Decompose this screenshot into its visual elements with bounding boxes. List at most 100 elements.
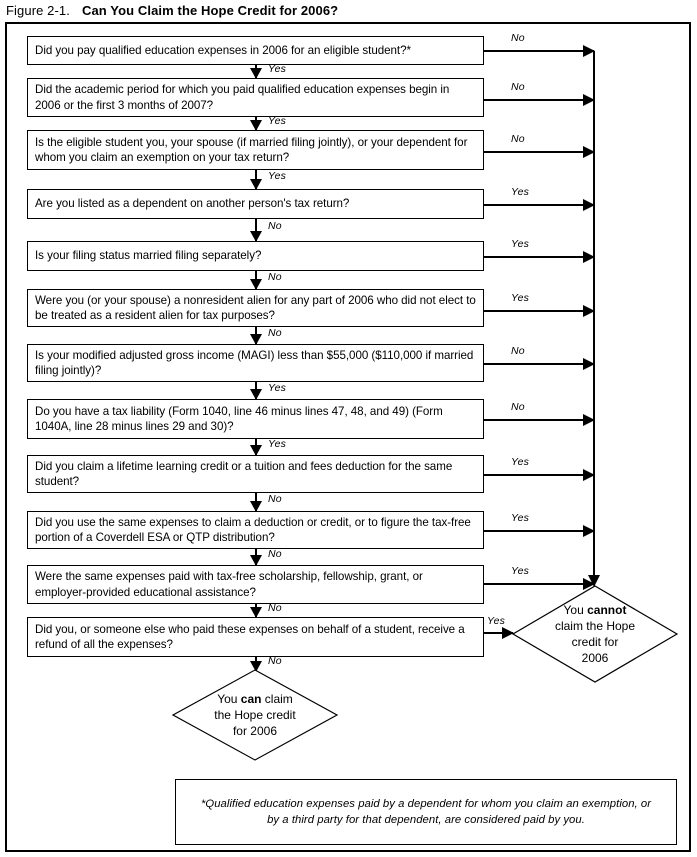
arrowhead-down-icon (250, 389, 262, 400)
flow-connector-q4-q5 (250, 219, 262, 242)
question-text: Are you listed as a dependent on another… (35, 197, 350, 211)
branch-connector-q10 (484, 525, 595, 537)
flow-label-q10-q11: No (268, 548, 282, 560)
branch-label-q7: No (511, 345, 525, 357)
branch-label-q4: Yes (511, 186, 530, 198)
branch-connector-q7 (484, 358, 595, 370)
question-box-q3[interactable]: Is the eligible student you, your spouse… (27, 130, 484, 170)
question-box-q11[interactable]: Were the same expenses paid with tax-fre… (27, 565, 484, 604)
flow-connector-q3-q4 (250, 170, 262, 190)
arrowhead-right-icon (583, 199, 595, 211)
branch-label-q9: Yes (511, 456, 530, 468)
outcome-cannot-line1-pre: You (563, 603, 588, 617)
question-box-q5[interactable]: Is your filing status married filing sep… (27, 241, 484, 271)
flow-connector-q5-q6 (250, 271, 262, 290)
question-text: Were the same expenses paid with tax-fre… (35, 570, 423, 599)
arrowhead-down-icon (250, 231, 262, 242)
arrowhead-down-icon (250, 120, 262, 131)
arrowhead-right-icon (583, 251, 595, 263)
question-text: Did the academic period for which you pa… (35, 83, 450, 112)
question-box-q12[interactable]: Did you, or someone else who paid these … (27, 617, 484, 657)
arrowhead-right-icon (583, 469, 595, 481)
branch-connector-q5 (484, 251, 595, 263)
flow-label-q8-q9: Yes (268, 438, 287, 450)
branch-connector-q12 (484, 627, 514, 639)
branch-connector-q6 (484, 305, 595, 317)
outcome-cannot-text: You cannot claim the Hope credit for 200… (512, 585, 678, 683)
flow-connector-q10-q11 (250, 549, 262, 566)
branch-label-q6: Yes (511, 292, 530, 304)
branch-label-q10: Yes (511, 512, 530, 524)
arrowhead-right-icon (502, 627, 514, 639)
arrowhead-right-icon (583, 45, 595, 57)
flow-label-q9-q10: No (268, 493, 282, 505)
figure-border (5, 22, 691, 852)
question-text: Were you (or your spouse) a nonresident … (35, 293, 476, 323)
arrowhead-right-icon (583, 305, 595, 317)
question-box-q2[interactable]: Did the academic period for which you pa… (27, 78, 484, 117)
branch-label-q5: Yes (511, 238, 530, 250)
question-box-q10[interactable]: Did you use the same expenses to claim a… (27, 511, 484, 549)
arrowhead-down-icon (250, 279, 262, 290)
flow-connector-q2-q3 (250, 117, 262, 131)
arrowhead-down-icon (250, 607, 262, 618)
question-text: Is your modified adjusted gross income (… (35, 348, 474, 378)
branch-connector-q3 (484, 146, 595, 158)
arrowhead-right-icon (583, 578, 595, 590)
right-spine-connector (593, 51, 595, 585)
arrowhead-down-icon (250, 334, 262, 345)
flow-label-q12-outcome: No (268, 655, 282, 667)
branch-label-q8: No (511, 401, 525, 413)
arrowhead-right-icon (583, 525, 595, 537)
arrowhead-down-icon (250, 661, 262, 672)
question-box-q9[interactable]: Did you claim a lifetime learning credit… (27, 455, 484, 493)
question-text: Did you use the same expenses to claim a… (35, 515, 471, 545)
question-text: Is your filing status married filing sep… (35, 249, 262, 263)
question-box-q1[interactable]: Did you pay qualified education expenses… (27, 36, 484, 65)
outcome-can-claim: You can claim the Hope credit for 2006 (171, 669, 339, 761)
flow-label-q11-q12: No (268, 602, 282, 614)
outcome-can-line1-post: claim (261, 692, 293, 706)
diamond-shape-icon (171, 669, 339, 761)
arrowhead-down-icon (250, 555, 262, 566)
outcome-cannot-line3: credit for (571, 635, 619, 649)
flow-label-q6-q7: No (268, 327, 282, 339)
outcome-can-line3: for 2006 (232, 724, 278, 738)
outcome-can-text: You can claim the Hope credit for 2006 (172, 669, 338, 761)
branch-connector-q4 (484, 199, 595, 211)
outcome-cannot-line1-bold: cannot (587, 603, 627, 617)
branch-label-q2: No (511, 81, 525, 93)
outcome-cannot-claim: You cannot claim the Hope credit for 200… (511, 585, 679, 683)
flow-connector-q9-q10 (250, 493, 262, 512)
arrowhead-right-icon (583, 146, 595, 158)
flow-connector-q12-outcome (250, 657, 262, 672)
flow-label-q3-q4: Yes (268, 170, 287, 182)
branch-label-q1: No (511, 32, 525, 44)
branch-connector-q9 (484, 469, 595, 481)
outcome-can-line1-bold: can (240, 692, 262, 706)
question-box-q4[interactable]: Are you listed as a dependent on another… (27, 189, 484, 219)
outcome-can-line1-pre: You (217, 692, 241, 706)
flow-connector-q7-q8 (250, 382, 262, 400)
flow-label-q5-q6: No (268, 271, 282, 283)
flow-label-q1-q2: Yes (268, 63, 287, 75)
branch-connector-q2 (484, 94, 595, 106)
question-box-q6[interactable]: Were you (or your spouse) a nonresident … (27, 289, 484, 327)
arrowhead-down-icon (250, 445, 262, 456)
branch-connector-q11 (484, 578, 595, 590)
flow-label-q2-q3: Yes (268, 115, 287, 127)
branch-connector-q8 (484, 414, 595, 426)
question-text: Did you, or someone else who paid these … (35, 622, 465, 652)
figure-title-bar: Figure 2-1.Can You Claim the Hope Credit… (6, 2, 686, 20)
branch-label-q3: No (511, 133, 525, 145)
outcome-cannot-line4: 2006 (581, 651, 609, 665)
page-title: Can You Claim the Hope Credit for 2006? (81, 3, 339, 18)
flow-connector-q8-q9 (250, 439, 262, 456)
arrowhead-down-icon (250, 501, 262, 512)
arrowhead-right-icon (583, 94, 595, 106)
question-box-q8[interactable]: Do you have a tax liability (Form 1040, … (27, 399, 484, 439)
branch-label-q12: Yes (487, 615, 506, 627)
arrowhead-down-icon (250, 68, 262, 79)
question-box-q7[interactable]: Is your modified adjusted gross income (… (27, 344, 484, 382)
